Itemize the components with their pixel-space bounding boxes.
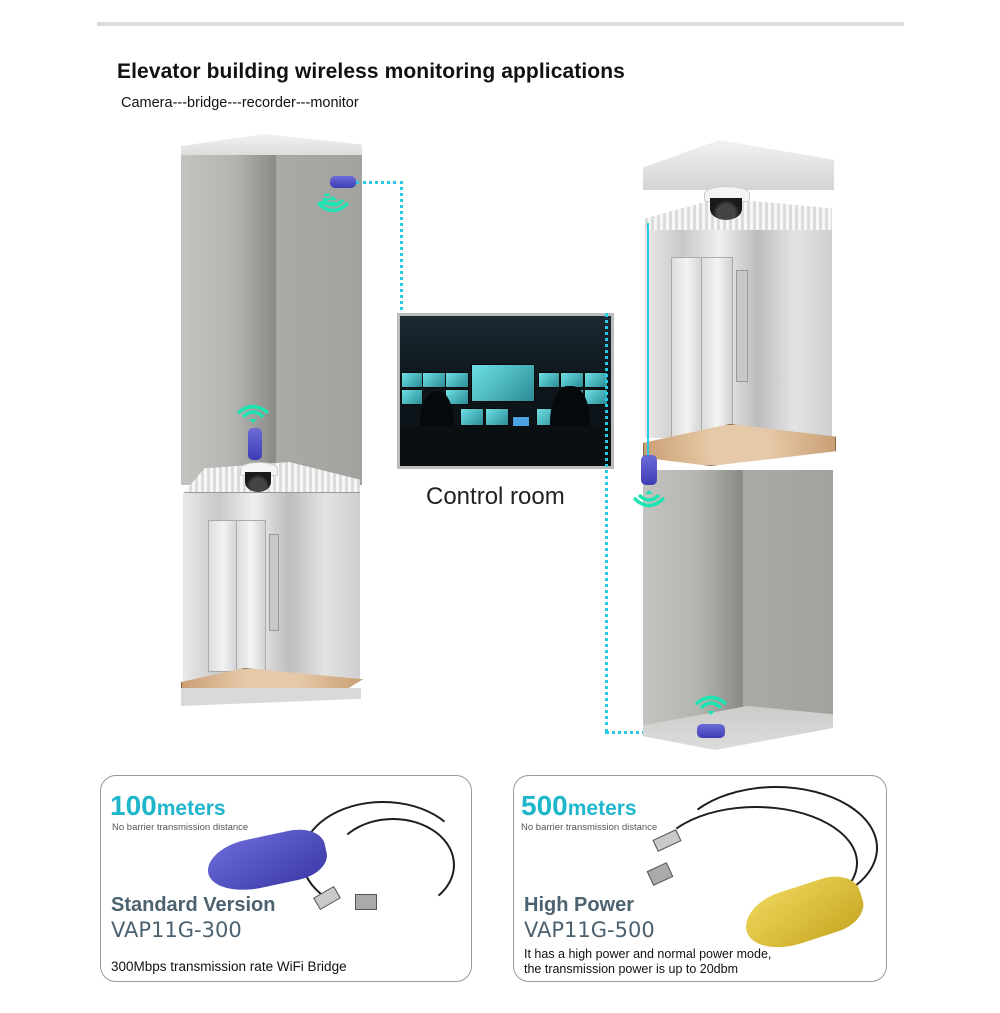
device-cable	[674, 786, 878, 910]
camera-lens-icon	[245, 472, 271, 492]
device-cable	[331, 818, 455, 912]
wifi-signal-icon	[236, 404, 270, 424]
control-room-label: Control room	[426, 483, 565, 510]
elevator-door-left	[208, 520, 238, 672]
shaft-top-cap	[643, 140, 834, 190]
link-line-right-vertical	[605, 313, 608, 733]
elevator-button-panel	[269, 534, 279, 631]
page-title: Elevator building wireless monitoring ap…	[117, 60, 625, 83]
wifi-signal-icon	[316, 192, 350, 213]
wifi-signal-icon	[632, 488, 666, 508]
product-card-standard: 100meters No barrier transmission distan…	[100, 775, 472, 982]
camera-lens-icon	[710, 198, 742, 220]
ethernet-plug-icon	[355, 894, 377, 910]
product-model: VAP11G-500	[524, 918, 655, 942]
distance-note: No barrier transmission distance	[112, 822, 249, 833]
shaft-wall-lower	[643, 470, 833, 725]
elevator-door-right	[236, 520, 266, 672]
product-description: 300Mbps transmission rate WiFi Bridge	[111, 959, 347, 974]
product-card-high-power: 500meters No barrier transmission distan…	[513, 775, 887, 982]
product-description-line1: It has a high power and normal power mod…	[524, 947, 772, 961]
product-description-line2: the transmission power is up to 20dbm	[524, 962, 738, 976]
bridge-device-icon	[248, 428, 262, 460]
page-subtitle: Camera---bridge---recorder---monitor	[121, 95, 359, 111]
distance-label: 100meters	[110, 790, 226, 821]
distance-label: 500meters	[521, 790, 637, 821]
product-version: Standard Version	[111, 894, 276, 916]
elevator-button-panel	[736, 270, 748, 382]
cab-floor-edge	[181, 688, 361, 706]
wifi-signal-icon	[694, 695, 728, 717]
bridge-device-icon	[330, 176, 356, 188]
link-line-left	[356, 181, 403, 316]
device-cable	[654, 806, 858, 920]
product-model: VAP11G-300	[111, 918, 242, 942]
elevator-door-right	[701, 257, 733, 439]
bridge-device-icon	[641, 455, 657, 485]
bridge-device-icon	[697, 724, 725, 738]
elevator-door-left	[671, 257, 703, 439]
distance-note: No barrier transmission distance	[521, 822, 658, 833]
camera-cable	[647, 223, 649, 458]
control-room-image	[397, 313, 614, 469]
product-version: High Power	[524, 894, 635, 916]
top-divider	[97, 22, 904, 26]
